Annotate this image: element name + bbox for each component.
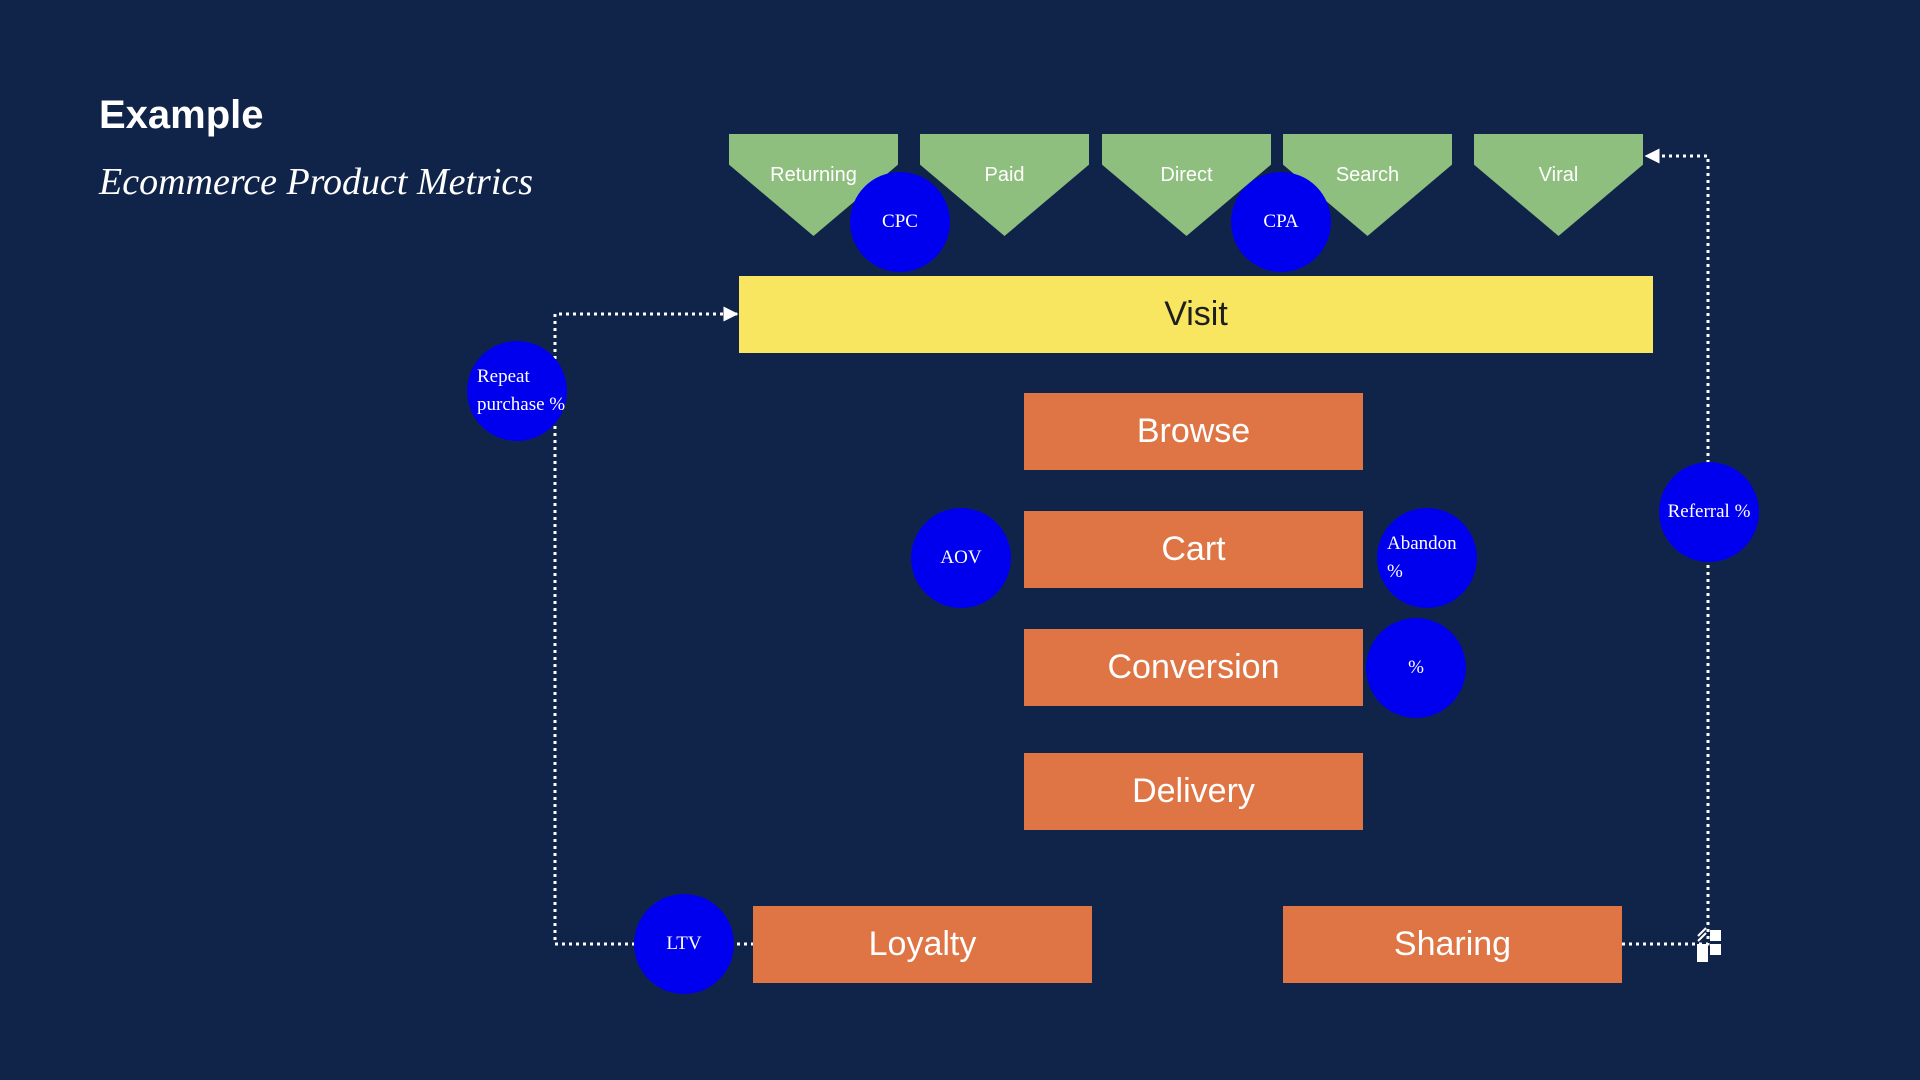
connection-handle-icon — [1697, 927, 1721, 962]
metric-ltv: LTV — [634, 894, 734, 994]
funnel-sharing: Sharing — [1283, 906, 1622, 983]
metric-referral-label: Referral % — [1667, 500, 1751, 522]
funnel-delivery: Delivery — [1024, 753, 1363, 830]
metric-abandon: Abandon % — [1377, 508, 1477, 608]
funnel-visit-label: Visit — [1164, 295, 1228, 333]
repeat-purchase-connector — [553, 306, 754, 946]
metric-repeat-purchase-line2: purchase % — [477, 394, 566, 415]
slide-title: Example — [99, 93, 264, 137]
metric-repeat-purchase: Repeat purchase % — [467, 341, 567, 441]
funnel-loyalty-label: Loyalty — [868, 925, 977, 963]
metric-conversion-rate: % — [1366, 618, 1466, 718]
metric-aov: AOV — [911, 508, 1011, 608]
referral-connector — [1622, 148, 1710, 946]
metric-cpa-label: CPA — [1263, 210, 1299, 232]
metric-cpc: CPC — [850, 172, 950, 272]
funnel-browse: Browse — [1024, 393, 1363, 470]
metric-ltv-label: LTV — [666, 932, 702, 954]
metric-conversion-rate-label: % — [1408, 656, 1424, 678]
metric-abandon-line1: Abandon — [1387, 532, 1457, 554]
source-paid-label: Paid — [984, 164, 1025, 186]
funnel-sharing-label: Sharing — [1393, 925, 1512, 963]
metric-cpc-label: CPC — [882, 210, 918, 232]
funnel-conversion: Conversion — [1024, 629, 1363, 706]
funnel-cart-label: Cart — [1161, 530, 1226, 568]
metric-aov-label: AOV — [940, 546, 982, 568]
metric-abandon-line2: % — [1387, 561, 1403, 582]
source-search-label: Search — [1335, 164, 1400, 186]
funnel-cart: Cart — [1024, 511, 1363, 588]
slide-subtitle: Ecommerce Product Metrics — [99, 161, 534, 203]
source-returning-label: Returning — [770, 164, 857, 186]
funnel-visit: Visit — [739, 276, 1653, 353]
funnel-delivery-label: Delivery — [1132, 772, 1255, 810]
metric-repeat-purchase-line1: Repeat — [477, 365, 530, 387]
funnel-browse-label: Browse — [1136, 412, 1251, 450]
funnel-conversion-label: Conversion — [1107, 648, 1280, 686]
metric-referral: Referral % — [1659, 462, 1759, 562]
funnel-loyalty: Loyalty — [753, 906, 1092, 983]
metric-cpa: CPA — [1231, 172, 1331, 272]
source-direct-label: Direct — [1160, 164, 1213, 186]
source-viral-label: Viral — [1538, 164, 1579, 186]
